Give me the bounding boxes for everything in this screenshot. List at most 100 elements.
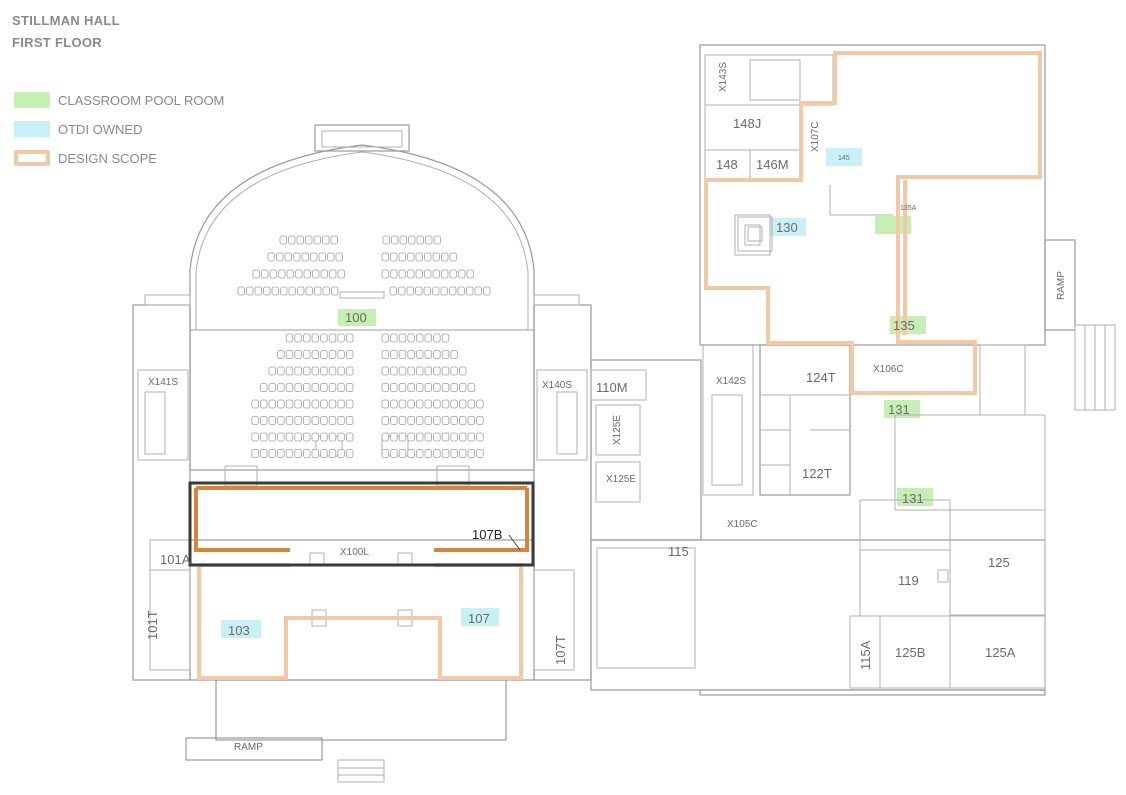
seat [311, 432, 319, 442]
room-122t: 122T [802, 466, 832, 481]
seat [398, 399, 407, 409]
room-x107c: X107C [810, 121, 821, 152]
legend-label: OTDI OWNED [58, 121, 143, 137]
seat [251, 399, 259, 409]
room-119: 119 [898, 573, 919, 588]
seat [322, 286, 330, 296]
seat [295, 269, 303, 279]
seat [474, 286, 482, 296]
room-107t: 107T [553, 635, 568, 665]
legend-item-design-scope: DESIGN SCOPE [14, 149, 157, 167]
seat [433, 350, 441, 359]
seat [467, 449, 475, 458]
seat [269, 269, 277, 279]
room-x143s: X143S [718, 62, 729, 92]
seat [406, 286, 414, 296]
room-130: 130 [776, 220, 798, 235]
room-145: 145 [838, 155, 850, 162]
seat [441, 252, 449, 262]
seat [441, 269, 449, 279]
seat [424, 449, 432, 458]
room-115: 115 [668, 544, 689, 559]
seat [450, 366, 458, 376]
seat [467, 399, 475, 409]
seat [441, 333, 450, 343]
room-131-upper: 131 [888, 402, 910, 417]
seat [294, 449, 302, 458]
highlight-130 [770, 218, 806, 236]
seat [279, 235, 287, 245]
seat [433, 383, 441, 392]
seat [407, 333, 415, 343]
seat [320, 333, 328, 343]
seat [314, 286, 322, 296]
seat [450, 432, 458, 442]
seat [345, 399, 354, 409]
seat [432, 252, 440, 262]
seat [433, 399, 441, 409]
seat [345, 432, 354, 442]
seat [288, 286, 296, 296]
seat [449, 252, 457, 262]
seat [328, 350, 337, 359]
seat [381, 416, 389, 425]
seat [320, 449, 328, 458]
seat [311, 449, 319, 458]
seat [320, 416, 328, 425]
seat [345, 366, 354, 376]
seat [390, 383, 398, 392]
seat [432, 286, 440, 296]
room-x141s: X141S [148, 377, 178, 388]
seat [415, 366, 424, 376]
seat [433, 449, 441, 458]
seat [337, 383, 345, 392]
seat [449, 286, 457, 296]
seat [407, 399, 415, 409]
seat [277, 383, 285, 392]
room-x100l: X100L [340, 547, 369, 558]
seat [294, 333, 302, 343]
highlight-100 [338, 309, 376, 326]
seat [407, 269, 415, 279]
seat [303, 269, 311, 279]
seat [288, 235, 296, 245]
room-146m: 146M [756, 157, 789, 172]
seat [415, 252, 423, 262]
seat [450, 383, 458, 392]
seat [390, 416, 398, 425]
room-110m: 110M [596, 380, 628, 395]
seat [407, 449, 415, 458]
plan-title: STILLMAN HALL [12, 13, 120, 28]
seat [310, 252, 318, 262]
seat [441, 350, 450, 359]
seat [458, 269, 466, 279]
seat [458, 383, 467, 392]
room-125b: 125B [895, 645, 925, 660]
seat [441, 383, 450, 392]
seat [337, 333, 345, 343]
room-x125e: X125E [606, 474, 636, 485]
seat [441, 416, 450, 425]
highlight-fills [221, 148, 933, 638]
seat [467, 432, 475, 442]
seat [337, 399, 345, 409]
seat [328, 416, 337, 425]
highlight-131b [897, 488, 933, 506]
seat [311, 333, 319, 343]
seat [390, 366, 398, 376]
room-131-lower: 131 [902, 491, 924, 506]
door-swing-107b [508, 534, 521, 551]
seat [268, 432, 276, 442]
seat [294, 383, 302, 392]
seat [381, 269, 389, 279]
seat [415, 269, 423, 279]
scope-x100l [194, 486, 529, 552]
seat [285, 383, 294, 392]
seat [390, 333, 398, 343]
seat [407, 416, 415, 425]
seat [441, 449, 450, 458]
seat [458, 416, 467, 425]
room-labels: 100 103 107 107B X100L 101A 101T 107T X1… [145, 62, 1067, 753]
seat [337, 350, 345, 359]
